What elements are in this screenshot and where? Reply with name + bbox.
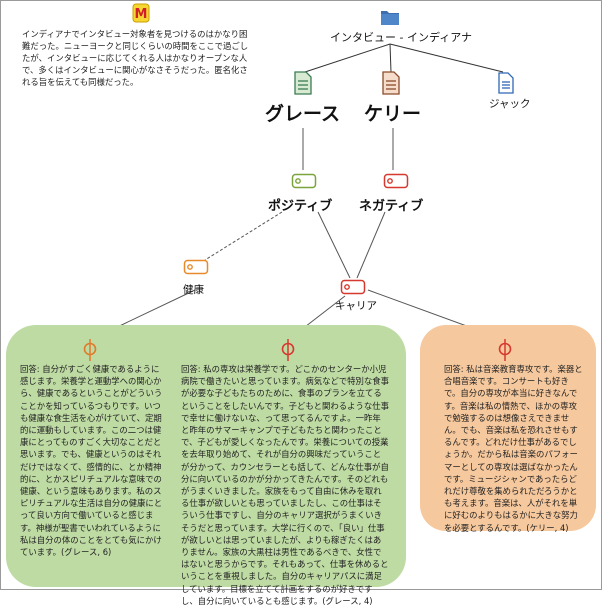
code-label-career[interactable]: キャリア xyxy=(335,300,377,312)
document-label-kelly[interactable]: ケリー xyxy=(364,103,422,125)
link-root-jack xyxy=(389,43,504,73)
svg-text:M: M xyxy=(135,7,148,22)
code-tag-red-icon[interactable] xyxy=(340,278,366,296)
link-negative-career xyxy=(356,211,386,279)
quote-text-grace-health: 回答: 自分がすごく健康であるように感じます。栄養学と運動学への関心から、健康で… xyxy=(20,364,163,558)
memo-text: インディアナでインタビュー対象者を見つけるのはかなり困難だった。ニューヨークと同… xyxy=(22,29,249,87)
quote-text-kelly-career: 回答: 私は音楽教育専攻です。楽器と合唱音楽です。コンサートも好きで。自分の専攻… xyxy=(444,364,583,533)
quote-pin-icon[interactable] xyxy=(81,339,99,361)
document-green-icon[interactable] xyxy=(293,71,313,95)
quote-panel-kelly xyxy=(420,325,596,531)
link-root-kelly xyxy=(389,43,392,73)
link-positive-health xyxy=(204,211,283,261)
quote-pin-icon[interactable] xyxy=(279,339,297,361)
quote-text-grace-career: 回答: 私の専攻は栄養学です。どこかのセンターか小児病院で働きたいと思っています… xyxy=(181,364,389,606)
memo-icon[interactable]: M xyxy=(132,3,150,23)
link-positive-career xyxy=(317,211,351,279)
code-label-positive[interactable]: ポジティブ xyxy=(268,199,333,214)
document-orange-icon[interactable] xyxy=(381,71,401,95)
code-label-negative[interactable]: ネガティブ xyxy=(359,199,424,214)
code-label-health[interactable]: 健康 xyxy=(183,284,204,296)
document-label-grace[interactable]: グレース xyxy=(265,103,341,125)
code-tag-green-icon[interactable] xyxy=(291,172,317,190)
code-tag-red-icon[interactable] xyxy=(383,172,409,190)
code-tag-orange-icon[interactable] xyxy=(183,258,209,276)
quote-panel-grace xyxy=(6,325,406,587)
folder-icon[interactable] xyxy=(380,8,400,26)
link-root-grace xyxy=(304,43,391,73)
root-label[interactable]: インタビュー - インディアナ xyxy=(330,31,472,44)
quote-pin-icon[interactable] xyxy=(496,339,514,361)
document-label-jack[interactable]: ジャック xyxy=(489,98,531,110)
document-blue-icon[interactable] xyxy=(497,72,515,94)
